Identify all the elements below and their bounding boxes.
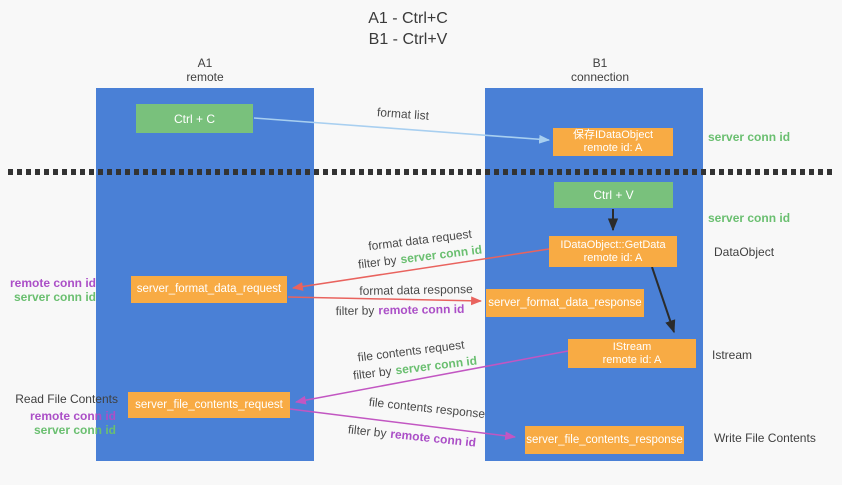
idataobject-getdata-line1: IDataObject::GetData — [560, 238, 666, 251]
node-idataobject-getdata: IDataObject::GetData remote id: A — [549, 236, 677, 267]
label-format-data-response: format data response — [359, 282, 473, 298]
node-save-idataobject: 保存IDataObject remote id: A — [553, 128, 673, 156]
node-istream: IStream remote id: A — [568, 339, 696, 368]
title-line-ctrl-v: B1 - Ctrl+V — [368, 31, 448, 48]
ctrl-v-label: Ctrl + V — [593, 188, 634, 202]
save-idataobject-line1: 保存IDataObject — [572, 129, 654, 141]
remote-conn-id-text: remote conn id — [378, 301, 465, 318]
idataobject-getdata-line2: remote id: A — [583, 251, 643, 264]
b1-name: B1 — [592, 56, 608, 70]
server-format-data-response-label: server_format_data_response — [488, 296, 642, 309]
filter-by-text: filter by — [352, 363, 393, 383]
remote-conn-id-label: remote conn id — [9, 276, 96, 290]
annotation-conn-ids-format: remote conn id server conn id — [0, 276, 96, 304]
istream-line2: remote id: A — [602, 353, 662, 366]
istream-line1: IStream — [612, 340, 652, 353]
column-header-b1: B1 connection — [550, 56, 650, 84]
annotation-write-file-contents: Write File Contents — [714, 431, 816, 445]
remote-conn-id-label: remote conn id — [29, 409, 116, 423]
remote-conn-id-text: remote conn id — [389, 426, 477, 450]
a1-name: A1 — [197, 56, 213, 70]
filter-by-text: filter by — [347, 422, 388, 441]
node-ctrl-v: Ctrl + V — [554, 182, 673, 208]
server-file-contents-request-label: server_file_contents_request — [135, 398, 283, 411]
node-server-file-contents-request: server_file_contents_request — [128, 392, 290, 418]
arrow-format-data-response — [287, 296, 483, 306]
annotation-server-conn-id-top: server conn id — [708, 130, 791, 144]
node-server-format-data-request: server_format_data_request — [131, 276, 287, 303]
column-header-a1: A1 remote — [155, 56, 255, 84]
node-server-format-data-response: server_format_data_response — [486, 289, 644, 317]
annotation-conn-ids-file: remote conn id server conn id — [0, 409, 116, 437]
annotation-istream: Istream — [712, 348, 753, 362]
filter-by-text: filter by — [357, 252, 398, 272]
annotation-server-conn-id-mid: server conn id — [708, 211, 791, 225]
ctrl-c-label: Ctrl + C — [173, 111, 215, 126]
label-file-contents-response: file contents response — [368, 394, 486, 422]
node-ctrl-c: Ctrl + C — [136, 104, 253, 133]
annotation-dataobject: DataObject — [714, 245, 775, 259]
server-file-contents-response-label: server_file_contents_response — [526, 433, 683, 446]
session-separator-dotted-line — [8, 169, 834, 175]
a1-subtitle: remote — [186, 70, 224, 84]
server-format-data-request-label: server_format_data_request — [136, 283, 282, 295]
server-conn-id-label: server conn id — [33, 422, 116, 437]
annotation-read-file-contents: Read File Contents — [15, 392, 118, 406]
save-idataobject-line2: remote id: A — [583, 142, 643, 154]
b1-subtitle: connection — [570, 70, 630, 84]
filter-by-text: filter by — [335, 303, 375, 319]
diagram-title: A1 - Ctrl+C B1 - Ctrl+V — [308, 8, 508, 50]
label-format-list: format list — [376, 105, 430, 123]
title-line-ctrl-c: A1 - Ctrl+C — [368, 10, 448, 27]
node-server-file-contents-response: server_file_contents_response — [525, 426, 684, 454]
server-conn-id-label: server conn id — [13, 289, 96, 304]
